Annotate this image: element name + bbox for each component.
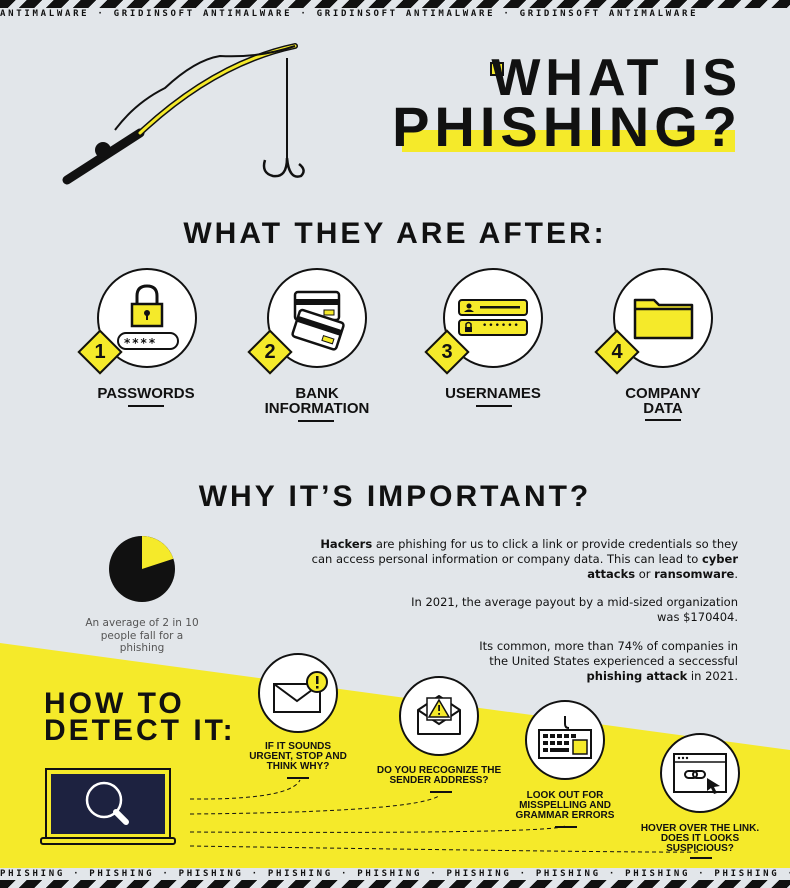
bold-text: ransomware: [654, 567, 735, 581]
tip-label: HOVER OVER THE LINK. DOES IT LOOKS SUSPI…: [640, 823, 760, 854]
tip-underline: [690, 857, 712, 859]
pie-slice-fall: [142, 536, 174, 569]
tip-label: DO YOU RECOGNIZE THE SENDER ADDRESS?: [376, 765, 502, 786]
fishing-rod-icon: [62, 43, 305, 185]
detect-title-line1: HOW TO: [44, 687, 185, 720]
bold-text: cyber attacks: [587, 552, 738, 581]
folder-icon: [633, 298, 694, 340]
title-bullet: [490, 62, 504, 76]
text-span: Its common, more than 74% of companies i…: [479, 639, 738, 668]
padlock-password-icon: [117, 284, 179, 350]
pie-chart: [109, 536, 175, 602]
item-label-usernames: USERNAMES: [445, 385, 541, 402]
item-label-company-data: COMPANY DATA: [625, 385, 701, 417]
item-underline: [476, 405, 512, 407]
tip-underline: [430, 791, 452, 793]
laptop-search-icon: [40, 768, 176, 845]
username-mask: ••••••: [482, 321, 520, 331]
why-paragraph-2: In 2021, the average payout by a mid-siz…: [411, 595, 738, 624]
item-number: 1: [94, 341, 106, 363]
top-ticker-text: ANTIMALWARE · GRIDINSOFT ANTIMALWARE · G…: [0, 9, 699, 19]
detect-section-title: HOW TO DETECT IT:: [44, 687, 236, 747]
title-highlight: [402, 130, 735, 152]
text-span: in 2021.: [687, 669, 738, 683]
item-number: 4: [611, 341, 623, 363]
item-circle: [443, 268, 543, 368]
tip-underline: [287, 777, 309, 779]
link-cursor-icon: [673, 753, 727, 794]
item-underline: [128, 405, 164, 407]
item-number: 2: [264, 341, 276, 363]
why-section-title: WHY IT’S IMPORTANT?: [198, 480, 592, 513]
top-hazard-stripe: [0, 0, 790, 8]
why-paragraph-1: Hackers are phishing for us to click a l…: [298, 537, 738, 582]
item-number: 3: [441, 341, 453, 363]
page-title-line1: WHAT IS: [491, 49, 742, 107]
item-label-bank-information: BANK INFORMATION: [264, 385, 370, 417]
pie-caption: An average of 2 in 10 people fall for a …: [85, 617, 199, 654]
bottom-hazard-stripe: [0, 880, 790, 888]
item-underline: [645, 419, 681, 421]
envelope-warning-icon: [417, 695, 461, 735]
item-underline: [298, 420, 334, 422]
page-title-line2: PHISHING?: [392, 95, 742, 158]
password-mask: ****: [124, 336, 158, 350]
why-paragraph-3: Its common, more than 74% of companies i…: [458, 639, 738, 684]
detect-title-line2: DETECT IT:: [44, 714, 236, 747]
tip-label: LOOK OUT FOR MISSPELLING AND GRAMMAR ERR…: [515, 790, 615, 821]
after-section-title: WHAT THEY ARE AFTER:: [183, 217, 607, 250]
urgent-mail-icon: [273, 671, 328, 713]
login-form-icon: [458, 299, 528, 336]
text-span: or: [635, 567, 655, 581]
tip-label: IF IT SOUNDS URGENT, STOP AND THINK WHY?: [249, 741, 347, 772]
bank-cards-icon: [291, 290, 345, 351]
text-span: are phishing for us to click a link or p…: [311, 537, 738, 566]
bold-text: phishing attack: [586, 669, 688, 683]
text-span: .: [734, 567, 738, 581]
tip-underline: [555, 826, 577, 828]
bottom-ticker-text: PHISHING · PHISHING · PHISHING · PHISHIN…: [0, 868, 790, 880]
bold-text: Hackers: [320, 537, 373, 551]
keyboard-icon: [538, 716, 592, 759]
item-label-passwords: PASSWORDS: [97, 385, 195, 402]
